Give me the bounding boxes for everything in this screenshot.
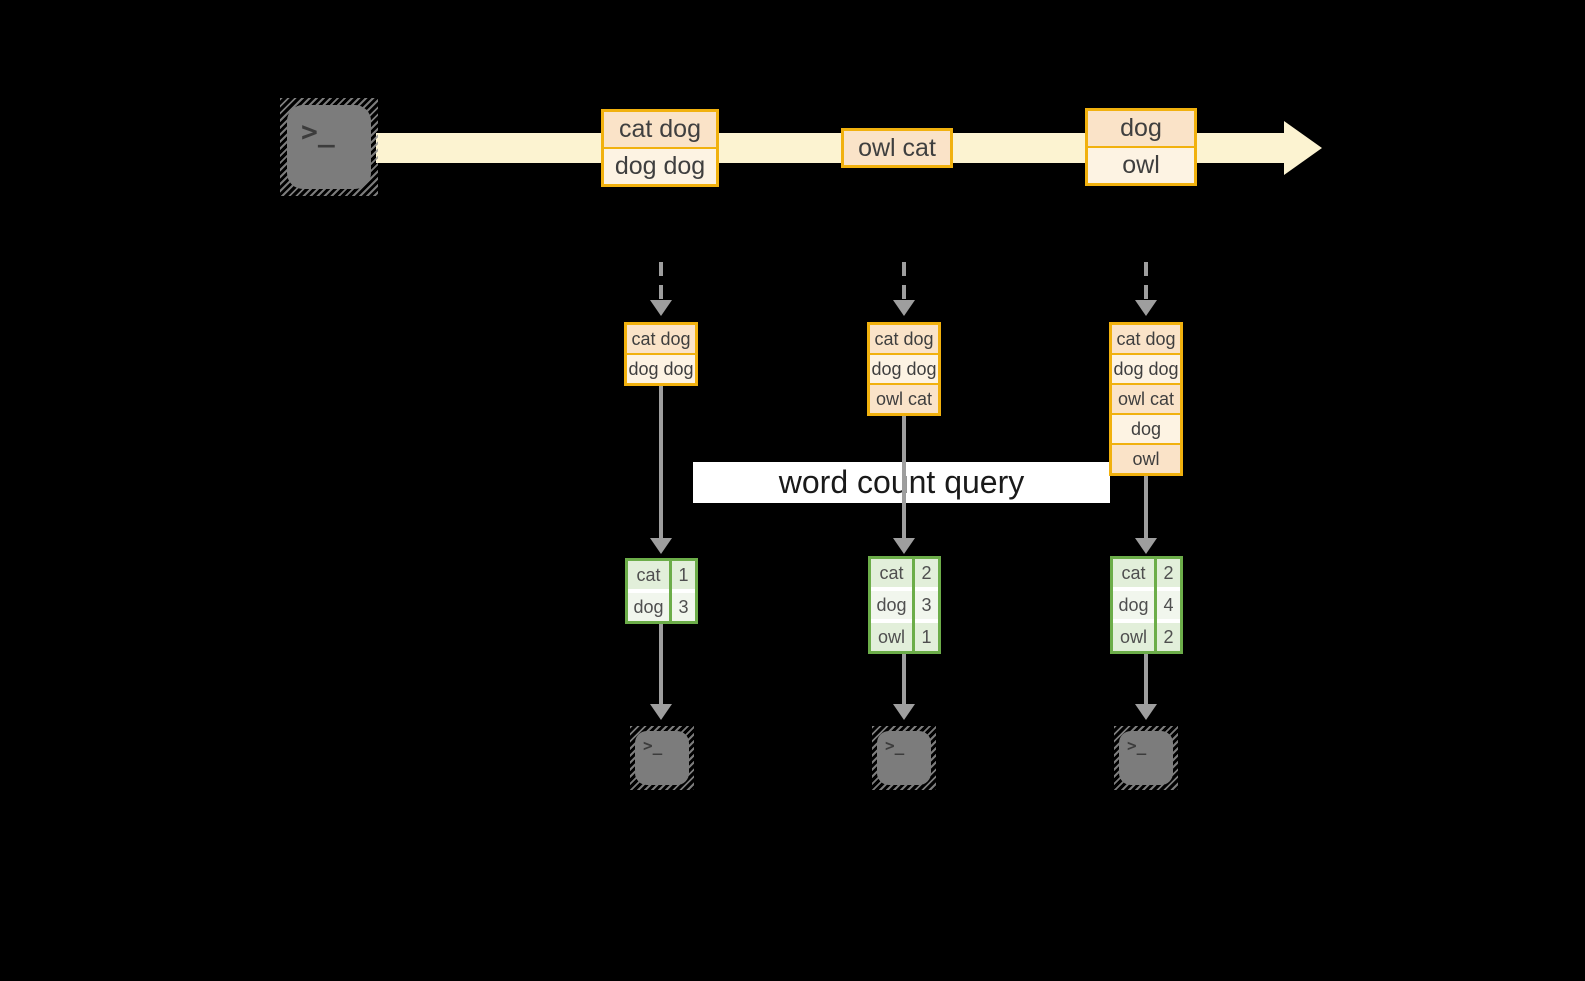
table-divider	[1154, 559, 1157, 651]
state-line: dog	[1112, 415, 1180, 443]
terminal-sink-icon-col2: >_	[872, 726, 936, 790]
stream-event-box-1: cat dog dog dog	[601, 109, 719, 187]
arrowhead-table-col1	[650, 538, 672, 554]
word-column: cat dog owl	[1113, 559, 1154, 651]
arrow-state-to-table-col3	[1144, 476, 1148, 538]
count-cell: 2	[915, 559, 938, 587]
count-cell: 3	[915, 591, 938, 619]
terminal-source-icon: >_	[280, 98, 378, 196]
word-cell: owl	[871, 623, 912, 651]
terminal-sink-icon-col1: >_	[630, 726, 694, 790]
stream-event-box-3: dog owl	[1085, 108, 1197, 186]
count-table-col1: cat dog 1 3	[625, 558, 698, 624]
terminal-screen: >_	[1119, 731, 1173, 785]
count-table-col2: cat dog owl 2 3 1	[868, 556, 941, 654]
event-line: owl cat	[844, 131, 950, 165]
count-cell: 2	[1157, 623, 1180, 651]
word-cell: cat	[871, 559, 912, 587]
state-line: owl cat	[870, 385, 938, 413]
word-column: cat dog	[628, 561, 669, 621]
count-column: 2 3 1	[915, 559, 938, 651]
event-line: dog dog	[604, 149, 716, 184]
word-cell: dog	[1113, 591, 1154, 619]
prompt-glyph: >_	[1127, 736, 1147, 755]
word-cell: dog	[871, 591, 912, 619]
arrowhead-terminal-col2	[893, 704, 915, 720]
table-divider	[669, 561, 672, 621]
state-line: dog dog	[870, 355, 938, 383]
state-box-col2: cat dog dog dog owl cat	[867, 322, 941, 416]
terminal-screen: >_	[635, 731, 689, 785]
stream-event-box-2: owl cat	[841, 128, 953, 168]
table-divider	[912, 559, 915, 651]
count-column: 2 4 2	[1157, 559, 1180, 651]
arrowhead-terminal-col1	[650, 704, 672, 720]
word-cell: cat	[628, 561, 669, 589]
dashed-arrow-col2	[902, 262, 906, 300]
count-column: 1 3	[672, 561, 695, 621]
state-line: cat dog	[1112, 325, 1180, 353]
dashed-arrowhead-col1	[650, 300, 672, 316]
state-line: dog dog	[1112, 355, 1180, 383]
state-line: cat dog	[627, 325, 695, 353]
prompt-glyph: >_	[885, 736, 905, 755]
count-cell: 4	[1157, 591, 1180, 619]
word-column: cat dog owl	[871, 559, 912, 651]
terminal-screen: >_	[287, 105, 371, 189]
dashed-arrowhead-col2	[893, 300, 915, 316]
count-cell: 1	[915, 623, 938, 651]
event-line: cat dog	[604, 112, 716, 147]
event-line: owl	[1088, 148, 1194, 183]
terminal-screen: >_	[877, 731, 931, 785]
terminal-sink-icon-col3: >_	[1114, 726, 1178, 790]
arrow-table-to-terminal-col3	[1144, 654, 1148, 704]
arrow-state-to-table-col1	[659, 386, 663, 538]
state-line: dog dog	[627, 355, 695, 383]
word-cell: owl	[1113, 623, 1154, 651]
query-label: word count query	[693, 462, 1110, 503]
stream-arrowhead-icon	[1284, 121, 1322, 175]
count-cell: 1	[672, 561, 695, 589]
dashed-arrow-col3	[1144, 262, 1148, 300]
event-line: dog	[1088, 111, 1194, 146]
arrowhead-table-col3	[1135, 538, 1157, 554]
state-line: owl cat	[1112, 385, 1180, 413]
state-line: cat dog	[870, 325, 938, 353]
dashed-arrow-col1	[659, 262, 663, 300]
arrow-table-to-terminal-col2	[902, 654, 906, 704]
state-box-col3: cat dog dog dog owl cat dog owl	[1109, 322, 1183, 476]
prompt-glyph: >_	[643, 736, 663, 755]
state-box-col1: cat dog dog dog	[624, 322, 698, 386]
arrow-state-to-table-col2	[902, 416, 906, 538]
count-table-col3: cat dog owl 2 4 2	[1110, 556, 1183, 654]
count-cell: 3	[672, 593, 695, 621]
prompt-glyph: >_	[301, 115, 335, 148]
arrow-table-to-terminal-col1	[659, 624, 663, 704]
word-cell: dog	[628, 593, 669, 621]
dashed-arrowhead-col3	[1135, 300, 1157, 316]
arrowhead-table-col2	[893, 538, 915, 554]
count-cell: 2	[1157, 559, 1180, 587]
arrowhead-terminal-col3	[1135, 704, 1157, 720]
state-line: owl	[1112, 445, 1180, 473]
word-cell: cat	[1113, 559, 1154, 587]
